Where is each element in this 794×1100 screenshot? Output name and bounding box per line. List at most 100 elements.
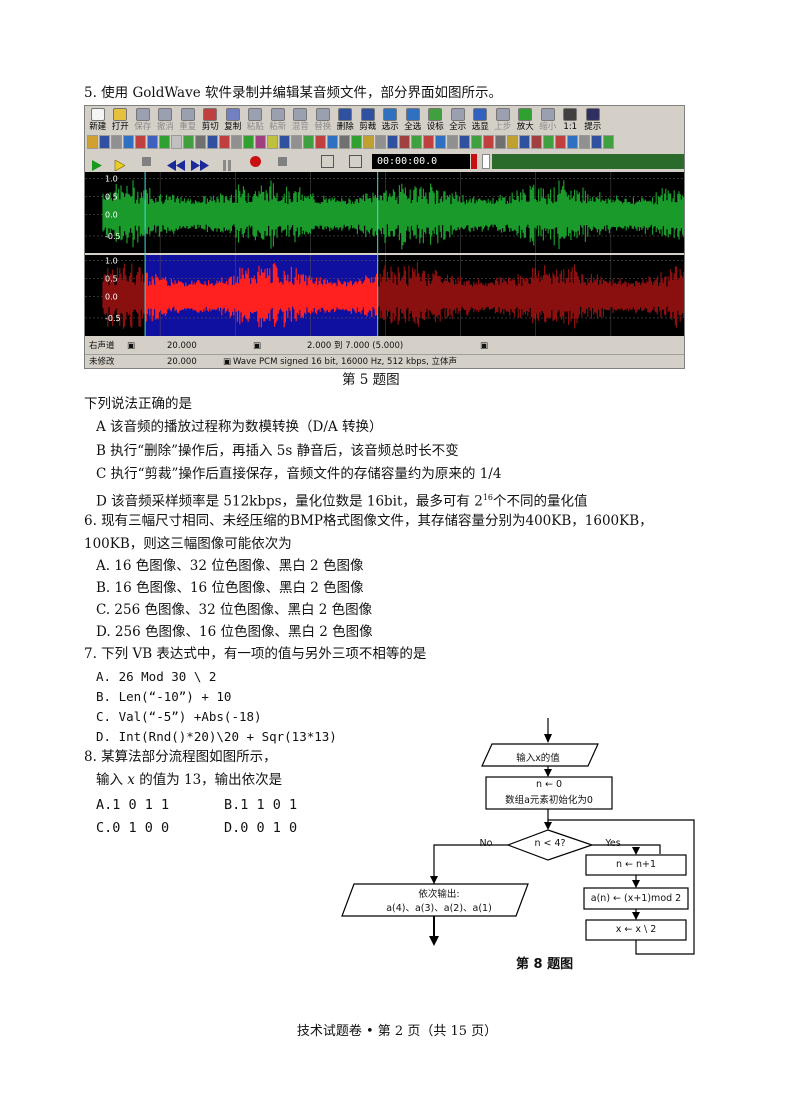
effect-tool-icon[interactable]	[99, 135, 110, 149]
effect-tool-icon[interactable]	[579, 135, 590, 149]
effect-tool-icon[interactable]	[399, 135, 410, 149]
status-row-1: 右声道 ▣ 20.000 ▣ 2.000 到 7.000 (5.000) ▣	[85, 339, 684, 354]
toolbar-button[interactable]: 复制	[222, 106, 244, 132]
rewind-icon[interactable]	[167, 156, 185, 171]
q8-option-c: C.0 1 0 0	[96, 820, 170, 836]
toolbar-button[interactable]: 剪切	[200, 106, 222, 132]
amplitude-label: -0.5	[105, 232, 121, 241]
effect-tool-icon[interactable]	[567, 135, 578, 149]
effect-tool-icon[interactable]	[531, 135, 542, 149]
effect-tool-icon[interactable]	[447, 135, 458, 149]
effect-tool-icon[interactable]	[459, 135, 470, 149]
effect-tool-icon[interactable]	[123, 135, 134, 149]
toolbar-button[interactable]: 缩小	[537, 106, 559, 132]
q6-option-a: A. 16 色图像、32 位色图像、黑白 2 色图像	[96, 558, 364, 574]
toolbar-button-label: 全选	[404, 122, 422, 132]
effect-tool-icon[interactable]	[111, 135, 122, 149]
toolbar-icon	[585, 108, 600, 121]
toolbar-button[interactable]: 选示	[380, 106, 402, 132]
toolbar-icon	[450, 108, 465, 121]
toolbar-button[interactable]: 保存	[132, 106, 154, 132]
toolbar-button[interactable]: 打开	[110, 106, 132, 132]
effect-tool-icon[interactable]	[159, 135, 170, 149]
toolbar-button[interactable]: 提示	[582, 106, 604, 132]
effect-tool-icon[interactable]	[375, 135, 386, 149]
toolbar-button[interactable]: 设标	[425, 106, 447, 132]
effect-tool-icon[interactable]	[435, 135, 446, 149]
effect-tool-icon[interactable]	[339, 135, 350, 149]
effect-tool-icon[interactable]	[303, 135, 314, 149]
effect-tool-icon[interactable]	[87, 135, 98, 149]
status-square-icon: ▣	[480, 341, 489, 351]
effect-tool-icon[interactable]	[555, 135, 566, 149]
toolbar-button[interactable]: 粘贴	[245, 106, 267, 132]
play-icon[interactable]	[91, 156, 102, 171]
page-footer: 技术试题卷 • 第 2 页（共 15 页）	[296, 1024, 498, 1039]
loop-icon[interactable]	[349, 155, 362, 168]
effect-tool-icon[interactable]	[267, 135, 278, 149]
effect-tool-icon[interactable]	[171, 135, 182, 149]
toolbar-button[interactable]: 全选	[402, 106, 424, 132]
record-options-icon[interactable]	[321, 155, 334, 168]
effect-tool-icon[interactable]	[351, 135, 362, 149]
stop-icon[interactable]	[142, 157, 151, 166]
level-indicator	[471, 154, 477, 169]
flow-arrowhead	[632, 912, 640, 920]
effect-tool-icon[interactable]	[603, 135, 614, 149]
flow-no-label: No	[479, 838, 493, 849]
effect-tool-icon[interactable]	[519, 135, 530, 149]
effect-tool-icon[interactable]	[147, 135, 158, 149]
toolbar-button[interactable]: 选显	[470, 106, 492, 132]
pause-icon[interactable]	[222, 156, 232, 171]
effect-tool-icon[interactable]	[411, 135, 422, 149]
toolbar-button[interactable]: 剪裁	[357, 106, 379, 132]
effect-tool-icon[interactable]	[387, 135, 398, 149]
toolbar-button[interactable]: 混音	[290, 106, 312, 132]
toolbar-button[interactable]: 粘新	[267, 106, 289, 132]
effect-tool-icon[interactable]	[255, 135, 266, 149]
effect-tool-icon[interactable]	[135, 135, 146, 149]
effect-tool-icon[interactable]	[183, 135, 194, 149]
effect-tool-icon[interactable]	[327, 135, 338, 149]
effect-tool-icon[interactable]	[279, 135, 290, 149]
effect-tool-icon[interactable]	[231, 135, 242, 149]
effect-tool-icon[interactable]	[291, 135, 302, 149]
toolbar-button[interactable]: 1:1	[560, 106, 582, 132]
q6-option-d: D. 256 色图像、16 位色图像、黑白 2 色图像	[96, 624, 373, 640]
toolbar-button[interactable]: 撤消	[155, 106, 177, 132]
flow-no-branch	[433, 844, 508, 884]
toolbar-button[interactable]: 全示	[447, 106, 469, 132]
effect-tool-icon[interactable]	[195, 135, 206, 149]
effect-tool-icon[interactable]	[591, 135, 602, 149]
effect-tool-icon[interactable]	[207, 135, 218, 149]
effect-tool-icon[interactable]	[471, 135, 482, 149]
record-icon[interactable]	[250, 156, 261, 167]
effect-tool-icon[interactable]	[363, 135, 374, 149]
q5-option-a: A 该音频的播放过程称为数模转换（D/A 转换）	[96, 419, 383, 435]
toolbar-button[interactable]: 新建	[87, 106, 109, 132]
q7-option-b: B. Len(“-10”) + 10	[96, 689, 232, 704]
play-selection-icon[interactable]	[114, 156, 126, 172]
effect-tool-icon[interactable]	[219, 135, 230, 149]
effect-tool-icon[interactable]	[315, 135, 326, 149]
effect-tool-icon[interactable]	[543, 135, 554, 149]
toolbar-button-label: 新建	[89, 122, 107, 132]
effect-tool-icon[interactable]	[495, 135, 506, 149]
toolbar-button[interactable]: 上步	[492, 106, 514, 132]
toolbar-button-label: 保存	[134, 122, 152, 132]
effect-tool-icon[interactable]	[423, 135, 434, 149]
stop-record-icon[interactable]	[278, 157, 287, 166]
status-square-icon: ▣	[253, 341, 262, 351]
toolbar-button[interactable]: 替换	[312, 106, 334, 132]
effect-tool-icon[interactable]	[507, 135, 518, 149]
effect-tool-icon[interactable]	[243, 135, 254, 149]
toolbar-button[interactable]: 删除	[335, 106, 357, 132]
toolbar-button[interactable]: 重复	[177, 106, 199, 132]
toolbar-button[interactable]: 放大	[515, 106, 537, 132]
effect-tool-icon[interactable]	[483, 135, 494, 149]
fast-forward-icon[interactable]	[191, 156, 209, 171]
status-channel: 右声道	[89, 341, 115, 351]
toolbar-button-label: 粘新	[269, 122, 287, 132]
q5-option-d-suffix: 个不同的量化值	[493, 493, 588, 510]
